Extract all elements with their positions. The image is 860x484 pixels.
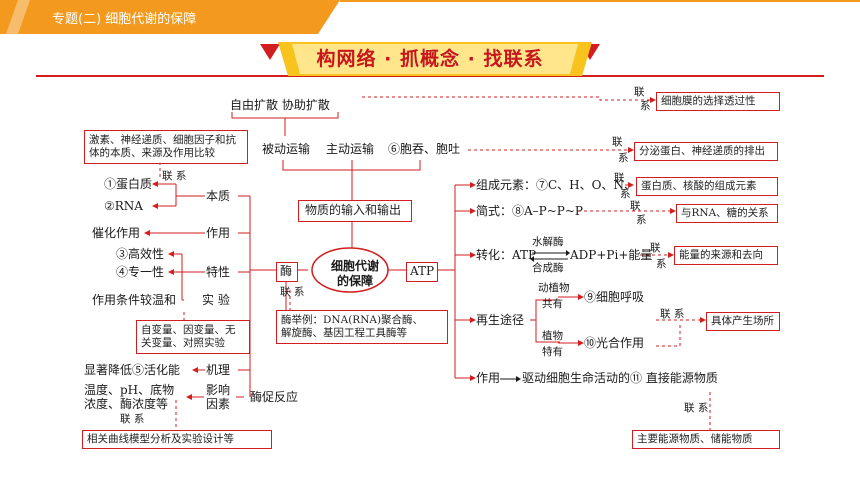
- link-label: 系: [618, 152, 629, 164]
- atp-function-label: 作用: [476, 371, 501, 385]
- header-bar: [0, 0, 860, 34]
- essence: 本质: [206, 189, 231, 203]
- atp-composition: 组成元素：⑦C、H、O、N、P: [476, 178, 645, 192]
- link-label: 联: [630, 200, 641, 212]
- banner-decoration: [36, 42, 824, 77]
- unique: 特有: [542, 346, 563, 358]
- note-short: 与RNA、糖的关系: [676, 204, 778, 223]
- enzymatic-reaction: 酶促反应: [250, 390, 299, 404]
- atp-function: 驱动细胞生命活动的⑪ 直接能源物质: [522, 371, 718, 385]
- note-hormones: 激素、神经递质、细胞因子和抗 体的本质、来源及作用比较: [84, 130, 248, 164]
- link-label: 系: [640, 100, 651, 112]
- efficiency: ③高效性: [116, 247, 165, 261]
- enzyme-box: 酶: [276, 262, 298, 282]
- arrow: [500, 376, 521, 382]
- atp-box: ATP: [406, 262, 438, 282]
- plants: 植物: [542, 330, 563, 342]
- factors-line1: 温度、pH、底物: [84, 383, 175, 397]
- photosynthesis: ⑩光合作用: [584, 336, 645, 350]
- free-facilitated-diffusion: 自由扩散 协助扩散: [230, 98, 330, 112]
- link-label: 联 系: [120, 413, 145, 425]
- hydrolase: 水解酶: [532, 236, 564, 248]
- active-transport: 主动运输: [326, 142, 375, 156]
- protein: ①蛋白质: [104, 177, 153, 191]
- animals-plants: 动植物: [538, 282, 570, 294]
- link-label: 联 系: [660, 308, 685, 320]
- link-label: 联 系: [280, 286, 305, 298]
- function: 作用: [206, 226, 231, 240]
- atp-conversion-left: 转化：ATP: [476, 248, 537, 262]
- specificity: ④专一性: [116, 265, 165, 279]
- factors-line2: 浓度、酶浓度等: [84, 397, 169, 411]
- note-composition: 蛋白质、核酸的组成元素: [636, 177, 778, 196]
- synthase: 合成酶: [532, 262, 564, 274]
- common: 共有: [542, 298, 563, 310]
- reversible-arrow: [530, 250, 570, 262]
- influence-line2: 因素: [206, 397, 231, 411]
- transport-box: 物质的输入和输出: [298, 200, 412, 222]
- link-label: 联: [650, 242, 661, 254]
- note-curve-models: 相关曲线模型分析及实验设计等: [82, 430, 272, 449]
- experiment: 实 验: [202, 293, 230, 307]
- regeneration: 再生途径: [476, 313, 525, 327]
- link-label: 联: [614, 172, 625, 184]
- link-label: 系: [636, 214, 647, 226]
- banner-title: 构网络 · 抓概念 · 找联系: [316, 48, 544, 70]
- characteristics: 特性: [206, 265, 231, 279]
- link-label: 系: [656, 258, 667, 270]
- note-conversion: 能量的来源和去向: [674, 246, 778, 265]
- center-topic: 细胞代谢的保障: [330, 259, 379, 288]
- catalysis: 催化作用: [92, 226, 141, 240]
- note-energy-storage: 主要能源物质、储能物质: [632, 430, 780, 449]
- note-membrane: 细胞膜的选择透过性: [656, 92, 780, 111]
- rna: ②RNA: [104, 199, 143, 213]
- mechanism: 机理: [206, 363, 231, 377]
- respiration: ⑨细胞呼吸: [584, 290, 645, 304]
- note-secretion: 分泌蛋白、神经递质的排出: [634, 142, 778, 161]
- activation-energy: 显著降低⑤活化能: [84, 363, 181, 377]
- link-label: 联 系: [684, 402, 709, 414]
- link-label: 系: [620, 188, 631, 200]
- note-variables: 自变量、因变量、无 关变量、对照实验: [136, 320, 250, 354]
- atp-conversion-right: ADP+Pi+能量: [570, 248, 653, 262]
- link-label: 联: [612, 136, 623, 148]
- center-oval: [311, 247, 389, 293]
- mild-conditions: 作用条件较温和: [92, 293, 177, 307]
- link-label: 联 系: [162, 170, 187, 182]
- header-label: 专题(二) 细胞代谢的保障: [52, 12, 197, 27]
- influence-line1: 影响: [206, 383, 231, 397]
- note-enzyme-examples: 酶举例：DNA(RNA)聚合酶、 解旋酶、基因工程工具酶等: [276, 310, 448, 344]
- atp-short-formula: 简式：⑧A–P~P~P: [476, 204, 583, 218]
- passive-transport: 被动运输: [262, 142, 311, 156]
- note-sites: 具体产生场所: [706, 312, 780, 331]
- endocytosis-exocytosis: ⑥胞吞、胞吐: [388, 142, 461, 156]
- link-label: 联: [634, 86, 645, 98]
